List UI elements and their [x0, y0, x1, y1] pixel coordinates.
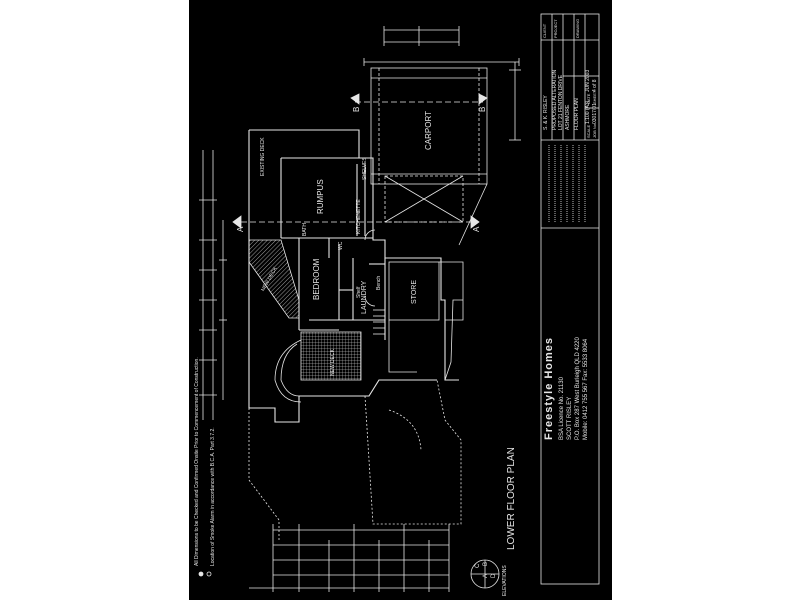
address-line-2: ASHMORE — [565, 104, 571, 130]
store-label: STORE — [411, 280, 418, 304]
rumpus-label: RUMPUS — [316, 179, 325, 214]
section-marker-a-left: A — [236, 226, 245, 232]
scale-value: 1:100 (A3) — [585, 100, 591, 124]
shelf-label: Shelf — [356, 286, 362, 298]
note-line-1: All Dimensions to be Checked and Confirm… — [194, 357, 200, 566]
sheet-label: SHEET — [592, 90, 597, 104]
elevation-letter-b: B — [483, 561, 489, 566]
po-box: P.O. Box 287 West Burleigh QLD 4220 — [575, 337, 581, 440]
section-marker-b-left: B — [352, 106, 361, 112]
store-outline — [388, 261, 464, 381]
elevation-compass — [470, 559, 500, 589]
job-value: 03017/01 — [592, 103, 598, 124]
bench-label: Bench — [376, 275, 382, 290]
drawing-sheet: CARPORT RUMPUS BEDROOM LAUNDRY STORE KIT… — [189, 0, 612, 600]
client-value: S. & K. RISLEY — [543, 95, 549, 130]
building-walls — [248, 129, 459, 423]
phone-fax: Mobile: 0412 755 567 Fax: 5533 8064 — [583, 338, 589, 440]
section-lines — [241, 101, 483, 223]
section-marker-b-right: B — [478, 106, 487, 112]
new-deck-hatching — [248, 239, 362, 403]
drawing-value: FLOOR PLAN — [574, 98, 580, 130]
elevations-label: ELEVATIONS — [502, 565, 508, 596]
scale-label: SCALE — [586, 124, 591, 138]
patio-outline — [248, 379, 462, 540]
top-dimensions — [363, 26, 521, 141]
notes-small-text — [548, 145, 586, 222]
bottom-dimensions — [249, 524, 450, 592]
client-label: CLIENT — [542, 23, 547, 38]
section-marker-a-right: A — [472, 226, 481, 232]
lower-floor-plan-title: LOWER FLOOR PLAN — [506, 447, 517, 550]
carport-label: CARPORT — [424, 111, 433, 150]
left-dimensions — [199, 150, 227, 420]
wc-label: WC — [338, 241, 344, 250]
elevation-letter-a: A — [483, 573, 489, 578]
note-line-2: Location of Smoke Alarm in accordance wi… — [210, 427, 216, 566]
laundry-label: LAUNDRY — [361, 280, 368, 314]
stairs — [364, 229, 385, 335]
bath-label: BATH — [302, 223, 308, 236]
note-bullets — [198, 571, 212, 577]
existing-deck-label: EXISTING DECK — [260, 137, 266, 176]
bsa-licence: BSA Licence No. 21130 — [559, 377, 565, 440]
project-label: PROJECT — [553, 19, 558, 38]
shelves-label: SHELVES — [362, 157, 368, 180]
elevation-letter-c: C — [475, 563, 481, 568]
bedroom-label: BEDROOM — [312, 258, 321, 300]
company-name: Freestyle Homes — [543, 336, 555, 440]
carport-outline — [370, 67, 488, 246]
date-value: JUN 2003 — [585, 69, 591, 92]
person-name: SCOTT RISLEY — [567, 396, 573, 440]
section-arrow-shapes — [232, 93, 488, 229]
new-deck-lower-label: NEW DECK — [330, 349, 336, 376]
job-label: JOB No — [592, 123, 597, 138]
drawing-label: DRAWING — [575, 18, 580, 38]
address-line-1: LOT 21 FENTON DRIVE — [558, 74, 564, 130]
kitchenette-label: KITCHENETTE — [356, 199, 362, 234]
date-label: DATE — [586, 93, 591, 104]
title-block-frame — [540, 13, 600, 585]
elevation-letter-d: D — [491, 573, 497, 578]
sheet-value: 4 of 8 — [592, 79, 598, 92]
floor-plan-drawing — [198, 13, 600, 592]
